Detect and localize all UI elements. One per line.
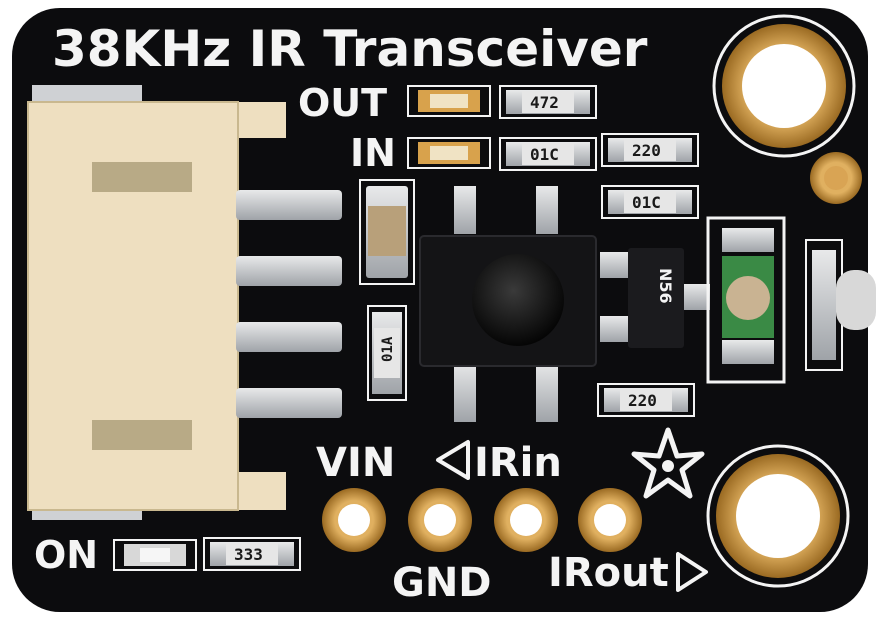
resistor-top: 472	[499, 85, 597, 119]
ir-receiver	[419, 186, 597, 422]
resistor-bottom-right-code: 220	[628, 391, 657, 410]
label-vin: VIN	[316, 440, 395, 486]
transistor: N56	[600, 248, 710, 348]
transistor-marking: N56	[656, 268, 675, 304]
led-on	[113, 539, 197, 571]
capacitor	[359, 179, 415, 285]
pin-gnd	[408, 488, 472, 552]
test-pad-right	[810, 152, 862, 204]
jst-connector	[27, 85, 286, 520]
label-gnd: GND	[392, 560, 492, 606]
header-pins	[322, 488, 642, 552]
pin-vin	[322, 488, 386, 552]
flower-logo-icon	[631, 427, 705, 499]
irout-arrow-icon	[676, 552, 708, 592]
pin-irin	[494, 488, 558, 552]
board-title: 38KHz IR Transceiver	[52, 20, 648, 78]
resistor-right-mid: 01C	[601, 185, 699, 219]
mounting-hole-top-right	[712, 14, 856, 158]
pin-irout	[578, 488, 642, 552]
ir-led	[706, 216, 876, 384]
resistor-right-mid-code: 01C	[632, 193, 661, 212]
resistor-right-top: 220	[601, 133, 699, 167]
resistor-left-vertical: 01A	[367, 305, 407, 401]
resistor-top-code: 472	[530, 93, 559, 112]
resistor-right-top-code: 220	[632, 141, 661, 160]
label-on: ON	[34, 533, 98, 577]
label-in: IN	[350, 131, 396, 175]
resistor-left-vertical-code: 01A	[380, 336, 396, 362]
resistor-mid-code: 01C	[530, 145, 559, 164]
resistor-bottom-right: 220	[597, 383, 695, 417]
resistor-mid: 01C	[499, 137, 597, 171]
connector-pins	[236, 190, 342, 418]
label-irin: IRin	[474, 440, 562, 486]
label-irout: IRout	[548, 550, 669, 596]
resistor-bottom-left: 333	[203, 537, 301, 571]
led-in	[407, 137, 491, 169]
mounting-hole-bottom-right	[706, 444, 850, 588]
irin-arrow-icon	[436, 440, 470, 480]
resistor-bottom-left-code: 333	[234, 545, 263, 564]
label-out: OUT	[298, 81, 387, 125]
led-out	[407, 85, 491, 117]
